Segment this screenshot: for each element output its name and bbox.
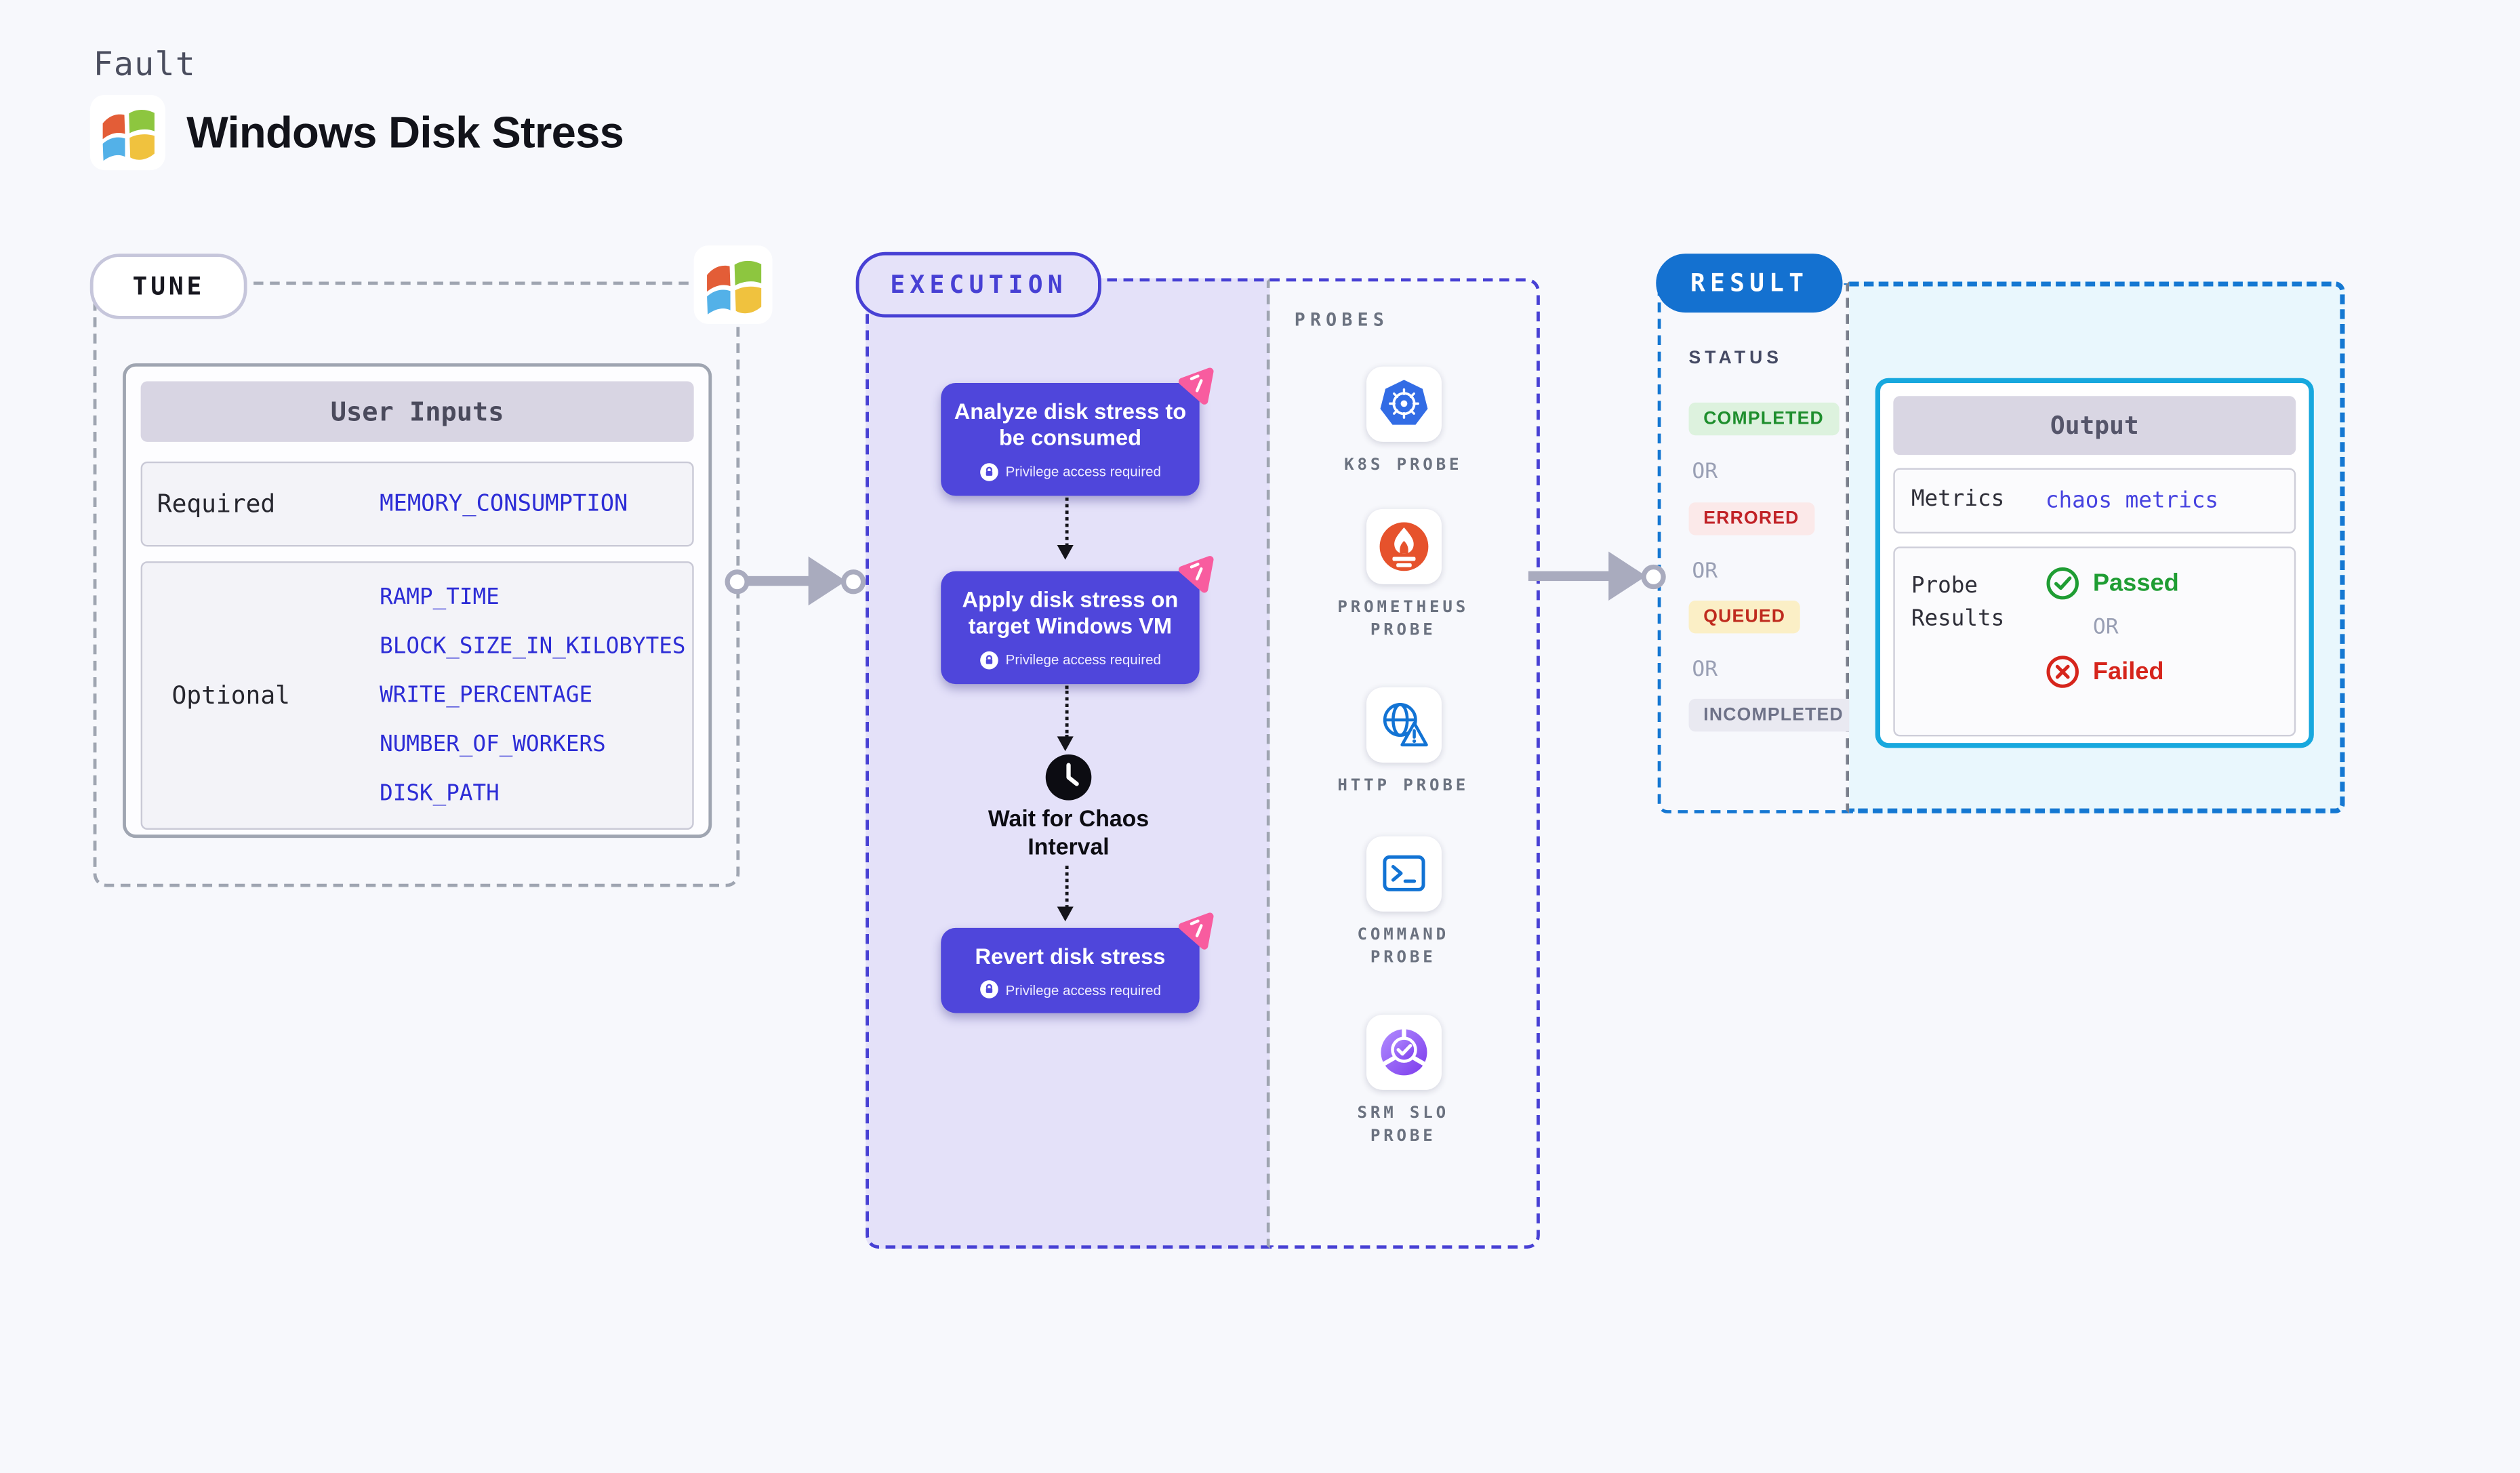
optional-value: DISK_PATH [380, 780, 500, 807]
privilege-note-text: Privilege access required [1005, 982, 1161, 998]
probe-prometheus: PROMETHEUS PROBE [1269, 508, 1537, 643]
metrics-label: Metrics [1911, 486, 2005, 513]
required-inputs-row: Required MEMORY_CONSUMPTION [140, 461, 694, 547]
probes-label: PROBES [1294, 309, 1389, 331]
probe-results-label: Probe Results [1911, 573, 2005, 631]
slo-pie-check-icon [1365, 1014, 1441, 1090]
prometheus-icon [1365, 508, 1441, 584]
probe-http: HTTP PROBE [1269, 687, 1537, 799]
dotted-arrow-down [1057, 866, 1074, 922]
execution-to-result-arrow [1528, 551, 1666, 601]
output-title: Output [1893, 396, 2296, 456]
execution-step-apply: Apply disk stress on target Windows VM P… [941, 556, 1214, 685]
status-label: STATUS [1688, 348, 1783, 369]
failed-label: Failed [2092, 658, 2164, 686]
dotted-arrow-down [1057, 497, 1074, 560]
metrics-row: Metrics chaos metrics [1893, 468, 2296, 534]
privilege-note-text: Privilege access required [1005, 464, 1161, 481]
chaos-flag-icon [1175, 553, 1219, 597]
optional-value: WRITE_PERCENTAGE [380, 682, 593, 709]
chaos-metrics-link[interactable]: chaos metrics [2045, 487, 2218, 514]
user-inputs-card: User Inputs Required MEMORY_CONSUMPTION … [123, 363, 712, 839]
globe-warning-icon [1365, 687, 1441, 763]
probe-label: SRM SLO PROBE [1357, 1104, 1450, 1146]
status-badge-errored: ERRORED [1688, 502, 1814, 536]
or-label: OR [2092, 615, 2119, 640]
execution-badge: EXECUTION [855, 251, 1102, 318]
probe-results-row: Probe Results Passed OR Failed [1893, 546, 2296, 737]
terminal-icon [1365, 836, 1441, 912]
privilege-note: Privilege access required [951, 981, 1190, 999]
status-column: STATUS COMPLETED OR ERRORED OR QUEUED OR… [1657, 281, 1858, 813]
result-section-box: STATUS COMPLETED OR ERRORED OR QUEUED OR… [1657, 281, 2345, 813]
arrowhead-icon [1608, 551, 1646, 601]
windows-logo-icon [693, 245, 773, 325]
probe-command: COMMAND PROBE [1269, 836, 1537, 971]
windows-logo-icon [89, 95, 165, 171]
status-badge-queued: QUEUED [1688, 601, 1800, 634]
fault-eyebrow: Fault [93, 44, 197, 84]
execution-section-box: Analyze disk stress to be consumed Privi… [866, 278, 1540, 1249]
privilege-note: Privilege access required [951, 651, 1190, 670]
optional-inputs-row: Optional RAMP_TIME BLOCK_SIZE_IN_KILOBYT… [140, 561, 694, 830]
lock-icon [979, 463, 998, 481]
chaos-flag-icon [1175, 365, 1219, 409]
chaos-flag-icon [1175, 910, 1219, 954]
connector-end-dot [1641, 563, 1666, 588]
arrowhead-icon [808, 556, 847, 606]
step-title: Revert disk stress [975, 944, 1166, 969]
check-circle-icon [2046, 567, 2079, 600]
optional-value: RAMP_TIME [380, 584, 500, 611]
execution-step-revert: Revert disk stress Privilege access requ… [941, 912, 1214, 1014]
execution-step-analyze: Analyze disk stress to be consumed Privi… [941, 367, 1214, 496]
step-title: Apply disk stress on target Windows VM [962, 587, 1179, 639]
lock-icon [979, 651, 998, 670]
status-badge-incompleted: INCOMPLETED [1688, 698, 1858, 732]
optional-value: BLOCK_SIZE_IN_KILOBYTES [380, 633, 686, 660]
step-title: Analyze disk stress to be consumed [954, 399, 1187, 451]
execution-flow-panel: Analyze disk stress to be consumed Privi… [866, 278, 1270, 1249]
privilege-note-text: Privilege access required [1005, 651, 1161, 669]
wait-interval-label: Wait for Chaos Interval [988, 805, 1150, 859]
probe-label: HTTP PROBE [1337, 777, 1469, 796]
probe-label: PROMETHEUS PROBE [1337, 599, 1469, 640]
user-inputs-title: User Inputs [140, 381, 694, 442]
optional-label: Optional [171, 681, 290, 710]
or-label: OR [1692, 460, 1718, 485]
kubernetes-icon [1365, 366, 1441, 442]
probe-k8s: K8S PROBE [1269, 366, 1537, 478]
tune-badge: TUNE [89, 254, 247, 319]
or-label: OR [1692, 559, 1718, 584]
page-title: Windows Disk Stress [186, 107, 624, 157]
probe-label: K8S PROBE [1344, 456, 1463, 475]
probe-label: COMMAND PROBE [1357, 926, 1450, 967]
connector-end-dot [840, 568, 866, 594]
output-panel: Output Metrics chaos metrics Probe Resul… [1849, 281, 2345, 813]
x-circle-icon [2046, 655, 2079, 688]
privilege-note: Privilege access required [951, 463, 1190, 481]
probes-panel: PROBES K8S PROBE [1269, 278, 1540, 1249]
dotted-arrow-down [1057, 685, 1074, 752]
failed-row: Failed [2046, 655, 2179, 689]
result-badge: RESULT [1656, 254, 1843, 313]
probe-srm-slo: SRM SLO PROBE [1269, 1014, 1537, 1149]
required-label: Required [157, 489, 276, 519]
passed-label: Passed [2092, 569, 2179, 598]
clock-icon [1045, 754, 1092, 801]
brand-row: Windows Disk Stress [89, 95, 624, 171]
passed-row: Passed [2046, 566, 2179, 601]
or-label: OR [1692, 658, 1718, 683]
optional-values: RAMP_TIME BLOCK_SIZE_IN_KILOBYTES WRITE_… [380, 563, 685, 828]
tune-to-execution-arrow [725, 556, 866, 606]
lock-icon [979, 981, 998, 999]
connector-line [1528, 571, 1612, 582]
output-card: Output Metrics chaos metrics Probe Resul… [1875, 378, 2314, 748]
optional-value: NUMBER_OF_WORKERS [380, 731, 606, 758]
connector-line [746, 576, 812, 586]
probe-results-values: Passed OR Failed [2046, 548, 2179, 735]
status-badge-completed: COMPLETED [1688, 402, 1839, 436]
required-value: MEMORY_CONSUMPTION [380, 491, 628, 517]
